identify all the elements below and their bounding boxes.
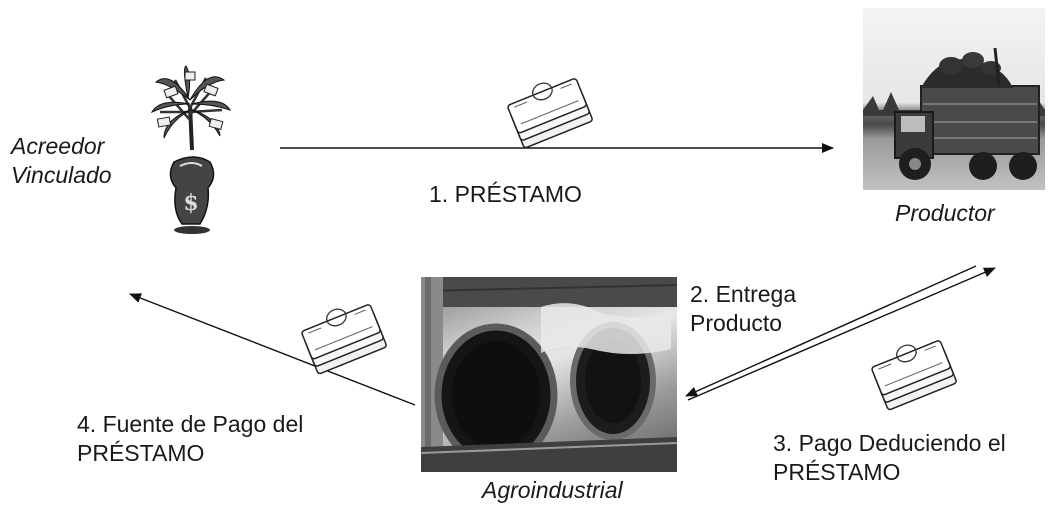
money-stack-icon	[506, 77, 594, 150]
agroindustrial-photo	[421, 277, 677, 472]
pago-label-line1: 3. Pago Deduciendo el	[773, 430, 1006, 456]
productor-label: Productor	[895, 200, 995, 226]
agroindustrial-label: Agroindustrial	[482, 477, 623, 503]
money-stack-icon	[300, 303, 388, 376]
money-tree-icon: $	[150, 65, 232, 234]
pago-label-line2: PRÉSTAMO	[773, 459, 901, 485]
fuente-label-line1: 4. Fuente de Pago del	[77, 411, 304, 437]
arrow-entrega	[687, 267, 996, 401]
entrega-label-line2: Producto	[690, 310, 783, 336]
entrega-label: 2. Entrega Producto	[690, 280, 796, 338]
entrega-label-line1: 2. Entrega	[690, 281, 797, 307]
money-stack-icon	[870, 339, 958, 412]
productor-photo	[863, 8, 1045, 190]
acreedor-label-line2: Vinculado	[11, 162, 112, 188]
prestamo-label: 1. PRÉSTAMO	[429, 181, 582, 207]
pago-label: 3. Pago Deduciendo el PRÉSTAMO	[773, 429, 1006, 487]
acreedor-label-line1: Acreedor	[11, 133, 105, 159]
fuente-label: 4. Fuente de Pago del PRÉSTAMO	[77, 410, 303, 468]
acreedor-label: Acreedor Vinculado	[11, 132, 112, 190]
fuente-label-line2: PRÉSTAMO	[77, 440, 205, 466]
arrow-pago	[685, 265, 977, 397]
arrow-fuente	[129, 293, 416, 406]
svg-text:$: $	[183, 190, 198, 216]
